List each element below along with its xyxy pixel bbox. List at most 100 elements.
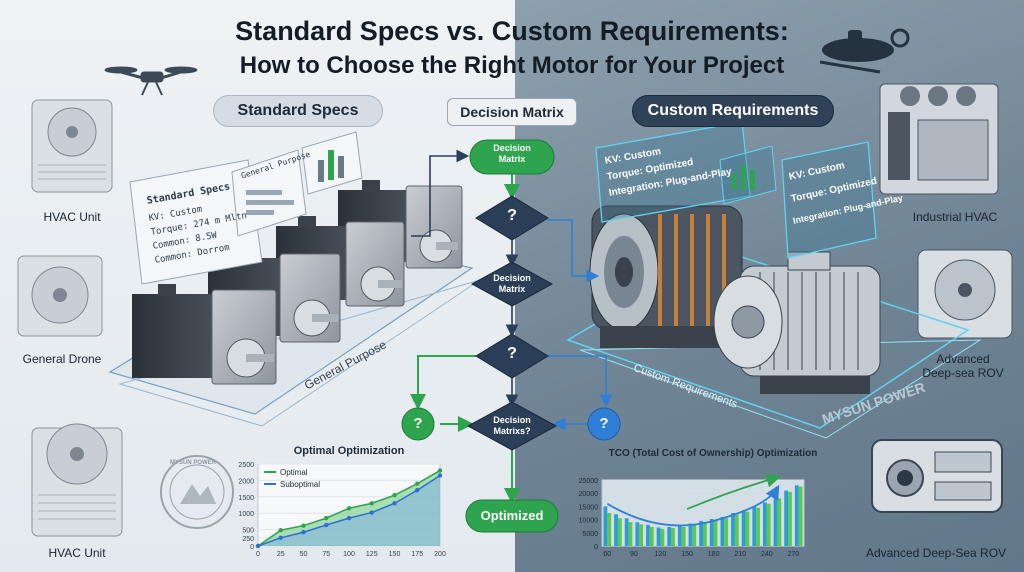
x-tick-label: 0 <box>256 551 260 558</box>
data-point-optimal <box>346 506 352 511</box>
decision-matrix-diamond-bottom <box>466 401 558 451</box>
drone-fan-unit-icon <box>17 255 103 337</box>
series-area-suboptimal <box>258 475 440 546</box>
y-tick-label: 15000 <box>579 504 599 511</box>
seal-text: MYSUN POWER <box>170 460 217 466</box>
bar <box>681 526 686 546</box>
data-point-suboptimal <box>415 488 420 493</box>
mini-chart-card <box>301 131 363 195</box>
question-diamond-2 <box>475 333 549 379</box>
hvac-unit-label-top: HVAC Unit <box>43 210 101 224</box>
data-point-suboptimal <box>369 510 374 515</box>
bar <box>656 527 661 546</box>
y-tick-label: 2500 <box>238 462 254 469</box>
x-tick-label: 100 <box>343 551 355 558</box>
bar <box>688 523 693 546</box>
x-tick-label: 150 <box>681 551 693 558</box>
bar <box>667 526 672 546</box>
page-title-line2: How to Choose the Right Motor for Your P… <box>239 52 785 79</box>
decision-matrix-top-line2: Matrix <box>498 154 526 164</box>
bar <box>766 503 771 546</box>
hvac-unit-icon <box>31 423 123 537</box>
bar <box>614 514 618 546</box>
x-tick-label: 175 <box>411 551 423 558</box>
bar <box>628 522 633 546</box>
bar <box>692 524 697 546</box>
y-tick-label: 0 <box>594 544 598 551</box>
bar <box>639 524 644 546</box>
bar <box>607 513 612 546</box>
data-point-optimal <box>301 523 306 528</box>
data-point-suboptimal <box>255 543 261 549</box>
bar <box>646 524 650 546</box>
data-point-suboptimal <box>346 515 352 521</box>
bar <box>720 516 725 546</box>
bar <box>713 520 718 546</box>
question-diamond-1 <box>475 195 549 241</box>
hvac-unit-icon <box>31 99 113 193</box>
advanced-rov-label-line1: Advanced <box>936 352 990 366</box>
bar <box>703 522 707 546</box>
bar <box>752 506 757 546</box>
x-tick-label: 50 <box>300 551 308 558</box>
bar <box>773 497 778 546</box>
bar <box>788 491 792 546</box>
industrial-hvac-icon <box>879 83 999 195</box>
mysun-power-seal <box>160 455 234 529</box>
x-tick-label: 200 <box>434 551 446 558</box>
bar <box>677 525 682 546</box>
y-tick-label: 10000 <box>579 518 599 525</box>
standard-spec-card <box>129 159 263 285</box>
bar <box>784 490 789 546</box>
x-tick-label: 120 <box>655 551 667 558</box>
question-mark-left: ? <box>413 415 423 432</box>
bar <box>745 511 750 546</box>
question-mark-1: ? <box>507 207 517 224</box>
bar <box>798 486 803 546</box>
x-tick-label: 25 <box>277 551 285 558</box>
trend-arrow-blue <box>606 484 780 527</box>
mini-bar-card <box>231 149 307 237</box>
bar <box>603 506 608 546</box>
decision-matrix-top-line1: Decision <box>493 143 531 153</box>
legend-label: Suboptimal <box>280 480 320 489</box>
data-point-optimal <box>278 528 283 533</box>
optimized-label: Optimized <box>480 508 544 523</box>
x-tick-label: 90 <box>630 551 638 558</box>
fan-unit-icon <box>917 249 1013 339</box>
custom-mini-chart <box>719 145 777 205</box>
y-tick-label: 20000 <box>579 491 599 498</box>
y-tick-label: 1500 <box>238 495 254 502</box>
bar <box>649 526 654 546</box>
y-tick-label: 2000 <box>238 478 254 485</box>
page-title-line1: Standard Specs vs. Custom Requirements: <box>235 16 789 46</box>
bar <box>734 514 739 546</box>
data-point-suboptimal <box>324 522 329 528</box>
general-drone-label: General Drone <box>22 352 102 366</box>
bar <box>777 498 782 546</box>
x-tick-label: 270 <box>788 551 800 558</box>
drone-icon <box>104 66 198 96</box>
x-tick-label: 125 <box>366 551 378 558</box>
decision-matrix-bottom-line2: Matrixs? <box>493 426 531 436</box>
data-point-optimal <box>415 481 420 486</box>
tco-optimization-chart: TCO (Total Cost of Ownership) Optimizati… <box>579 448 818 558</box>
y-tick-label: 5000 <box>582 531 598 538</box>
bar <box>762 502 767 546</box>
decision-matrix-diamond-mid <box>470 261 554 307</box>
legend-label: Optimal <box>280 468 308 477</box>
data-point-suboptimal <box>301 530 306 535</box>
chart-title: Optimal Optimization <box>294 445 405 457</box>
optimal-optimization-chart: Optimal Optimization02505001000150020002… <box>238 445 446 558</box>
y-tick-label: 1000 <box>238 511 254 518</box>
bar <box>756 507 760 546</box>
data-point-optimal <box>369 501 374 506</box>
question-circle-left <box>401 407 435 441</box>
bar <box>671 528 675 546</box>
y-tick-label: 500 <box>242 528 254 535</box>
standard-specs-badge: Standard Specs <box>213 95 383 127</box>
bar <box>709 519 714 546</box>
bar <box>617 518 622 546</box>
custom-stator-motor <box>589 205 743 348</box>
